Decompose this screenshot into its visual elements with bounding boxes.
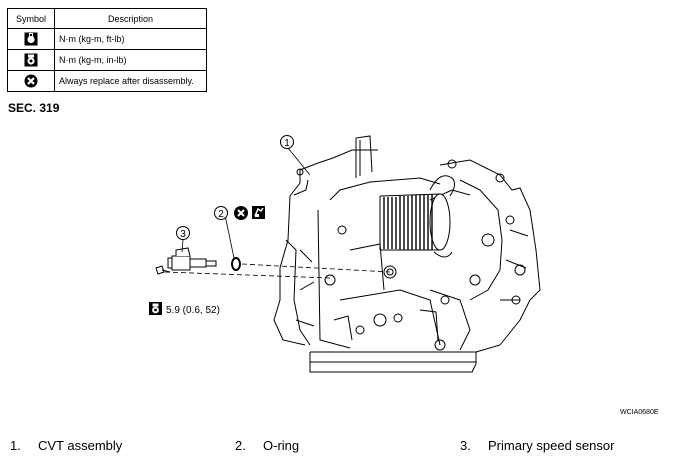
torque-inlb-icon (24, 53, 38, 67)
list-item: 1. CVT assembly (10, 438, 122, 453)
part-number: 3. (460, 438, 471, 453)
list-item: 2. O-ring (235, 438, 299, 453)
cvt-assembly-drawing (273, 135, 541, 373)
legend-header-row: Symbol Description (7, 8, 207, 29)
figure-code: WCIA0680E (620, 409, 659, 416)
part-number: 2. (235, 438, 246, 453)
symbol-legend-table: Symbol Description N·m (kg-m, ft-lb) N·m… (7, 8, 207, 92)
replace-icon (234, 206, 248, 220)
fluid-apply-icon (252, 206, 265, 219)
torque-inlb-icon (149, 302, 162, 315)
replace-icon (24, 74, 38, 88)
svg-text:2: 2 (218, 209, 224, 220)
bolt-drawing (155, 265, 171, 275)
o-ring-drawing (231, 257, 241, 271)
part-name: O-ring (263, 438, 300, 453)
legend-row: N·m (kg-m, ft-lb) (7, 28, 207, 50)
alignment-line (241, 263, 391, 273)
list-item: 3. Primary speed sensor (460, 438, 614, 453)
part-name: Primary speed sensor (488, 438, 615, 453)
svg-text:1: 1 (284, 138, 290, 149)
legend-description: Always replace after disassembly. (54, 70, 207, 92)
section-number: SEC. 319 (8, 101, 60, 115)
callout-leaders (181, 147, 311, 259)
svg-text:3: 3 (180, 229, 186, 240)
callout-2: 2 (214, 206, 228, 220)
callout-3: 3 (176, 226, 190, 240)
bolt-alignment-line (164, 271, 331, 279)
legend-row: Always replace after disassembly. (7, 70, 207, 92)
part-name: CVT assembly (38, 438, 123, 453)
part-number: 1. (10, 438, 21, 453)
callout-1: 1 (280, 135, 294, 149)
primary-speed-sensor-drawing (167, 247, 217, 271)
torque-value: 5.9 (0.6, 52) (166, 305, 220, 316)
torque-ftlb-icon (24, 32, 38, 46)
